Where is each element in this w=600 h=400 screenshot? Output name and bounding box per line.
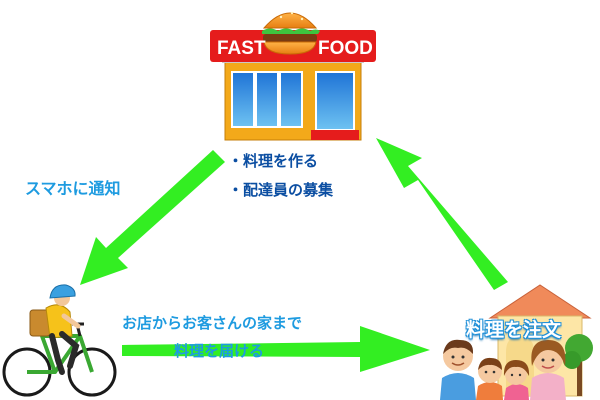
shop-sign-left-text: FAST [217, 38, 266, 59]
shop-task-recruit: ・配達員の募集 [228, 181, 334, 199]
tree-icon [563, 334, 593, 396]
delivery-label-line1: お店からお客さんの家まで [122, 314, 303, 332]
family-mother [530, 340, 566, 400]
rider-helmet [49, 284, 76, 299]
house-family-icon [440, 284, 593, 400]
bicycle-front-wheel [67, 347, 117, 397]
shop-sign-right-text: FOOD [318, 38, 373, 59]
shop-window-1 [231, 71, 255, 128]
family-boy [476, 357, 503, 400]
shop-task-cook: ・料理を作る [228, 152, 319, 170]
family-father [440, 339, 476, 400]
delivery-label-line2: 料理を届ける [174, 342, 265, 360]
shop-window-3 [279, 71, 303, 128]
arrow-home-to-shop [376, 138, 508, 290]
notify-label: スマホに通知 [25, 179, 121, 198]
order-label: 料理を注文 [466, 319, 562, 341]
shop-window-2 [255, 71, 279, 128]
house-roof [488, 284, 592, 319]
shop-door [315, 71, 355, 131]
family-girl [503, 360, 530, 400]
delivery-rider-icon [2, 284, 117, 397]
shop-doorstep [311, 130, 359, 140]
hamburger-icon [262, 11, 320, 55]
arrow-rider-to-home [122, 326, 430, 372]
fast-food-shop-icon: FAST FOOD [210, 11, 376, 141]
arrow-shop-to-rider [80, 150, 225, 285]
